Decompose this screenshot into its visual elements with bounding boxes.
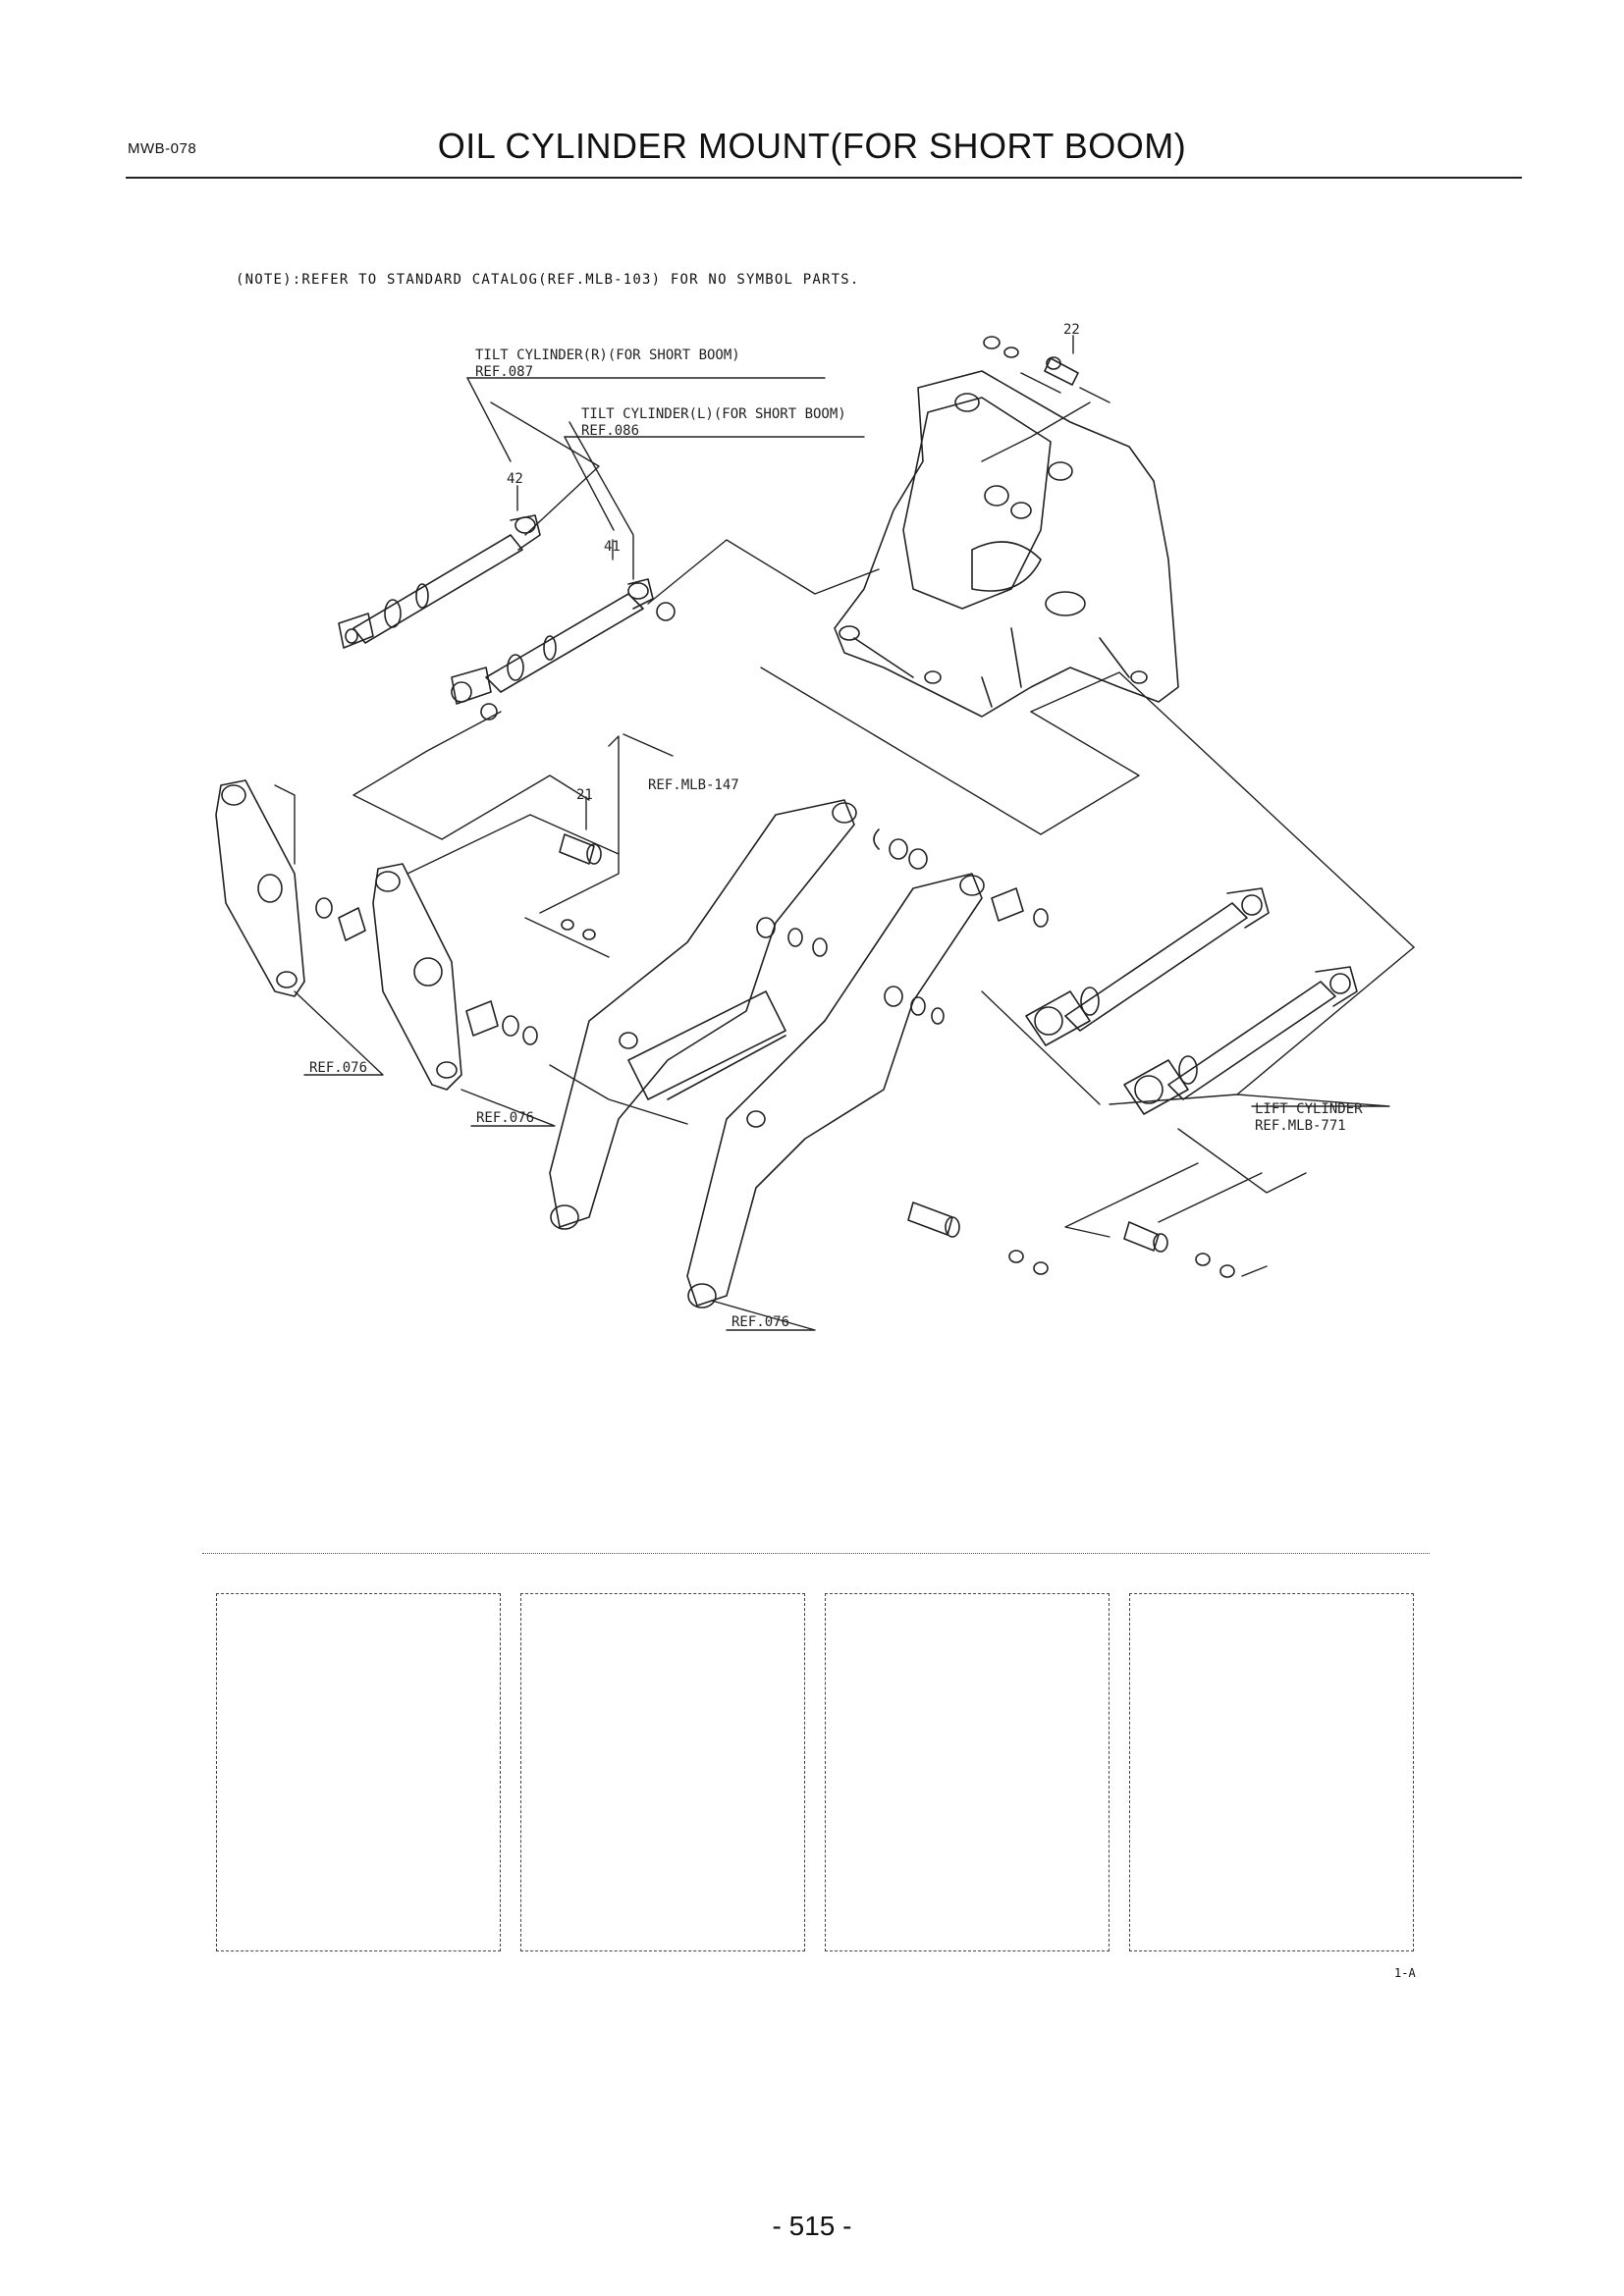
blank-box-1: [216, 1593, 501, 1951]
lift-cylinder-ref: REF.MLB-771: [1255, 1118, 1346, 1134]
assembly-lines: [274, 372, 1415, 1277]
bushings-left: [315, 897, 538, 1045]
part-number-21: 21: [576, 787, 593, 803]
ref-076-label-b: REF.076: [476, 1110, 534, 1126]
tilt-cylinder-l-label: TILT CYLINDER(L)(FOR SHORT BOOM): [581, 406, 846, 422]
catalog-note: (NOTE):REFER TO STANDARD CATALOG(REF.MLB…: [236, 272, 860, 288]
page-number: - 515 -: [772, 2211, 852, 2241]
lower-pins: [907, 1201, 1235, 1278]
part-number-42: 42: [507, 471, 523, 487]
link-plate-right: [372, 863, 462, 1091]
leader-lines: [294, 335, 1390, 1331]
part-number-22: 22: [1063, 322, 1080, 338]
part-number-41: 41: [604, 539, 621, 555]
pin-21: [559, 833, 602, 940]
blank-box-2: [520, 1593, 805, 1951]
blank-box-3: [825, 1593, 1110, 1951]
lift-cylinder-upper: [1025, 887, 1270, 1046]
lift-cylinder-label: LIFT CYLINDER: [1255, 1101, 1363, 1117]
tilt-cylinder-l-ref: REF.086: [581, 423, 639, 439]
tilt-cylinder-r: [338, 514, 541, 649]
title-rule: [126, 177, 1522, 179]
sheet-code: 1-A: [1394, 1966, 1416, 1980]
callout-labels: TILT CYLINDER(R)(FOR SHORT BOOM) REF.087…: [309, 322, 1363, 1330]
link-plate-left: [215, 779, 305, 997]
tilt-cylinder-l: [451, 578, 676, 721]
boom-arms: [549, 799, 985, 1308]
chassis-frame: [834, 370, 1179, 718]
pin-22: [983, 336, 1079, 386]
page-title: OIL CYLINDER MOUNT(FOR SHORT BOOM): [437, 126, 1187, 166]
boom-bushings: [787, 828, 1049, 1025]
page-code: MWB-078: [128, 140, 197, 157]
separator-rule: [202, 1553, 1430, 1554]
tilt-cylinder-r-label: TILT CYLINDER(R)(FOR SHORT BOOM): [475, 347, 740, 363]
tilt-cylinder-r-ref: REF.087: [475, 364, 533, 380]
blank-box-4: [1129, 1593, 1414, 1951]
ref-076-label-c: REF.076: [731, 1314, 789, 1330]
lift-cylinder-lower: [1123, 966, 1358, 1115]
ref-076-label-a: REF.076: [309, 1060, 367, 1076]
ref-mlb-147-label: REF.MLB-147: [648, 777, 739, 793]
